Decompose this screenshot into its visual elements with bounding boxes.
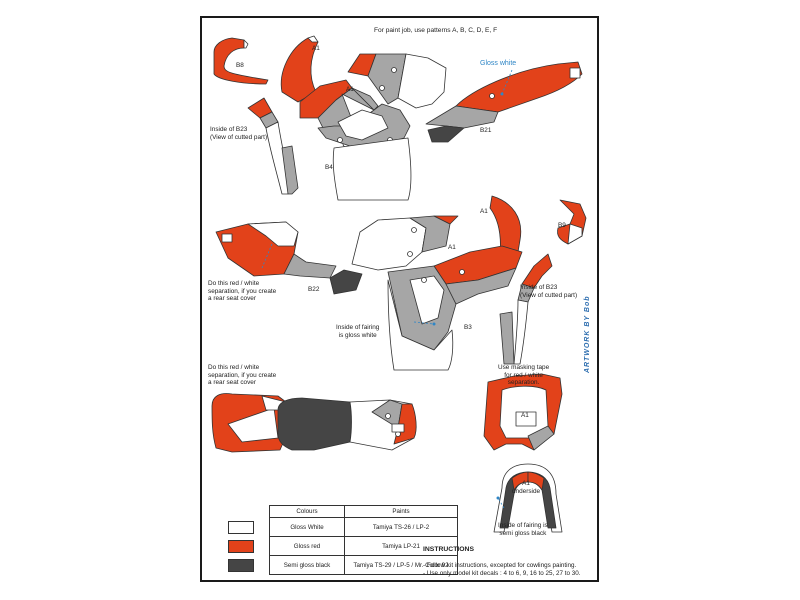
legend-paint: Tamiya TS-26 / LP-2: [344, 517, 458, 537]
legend-colour-name: Semi gloss black: [269, 555, 345, 575]
swatch-gloss-red: [228, 539, 254, 553]
label-inside-b23-top: Inside of B23 (View of cutted part): [210, 126, 268, 141]
instructions-block: INSTRUCTIONS - Follow kit instructions, …: [423, 546, 581, 578]
label-a1-top-inner: A1: [346, 86, 354, 93]
legend-header-paints: Paints: [344, 505, 458, 518]
part-tank-mid: [351, 215, 459, 271]
label-a1-underside: A1 underside: [512, 480, 541, 495]
legend-paint: Tamiya TS-29 / LP-5 / Mr. Color 92: [344, 555, 458, 575]
legend-colour-name: Gloss red: [269, 536, 345, 556]
legend-header-colours: Colours: [269, 505, 345, 518]
label-b4: B4: [325, 164, 333, 171]
label-b22: B22: [308, 286, 320, 293]
header-note: For paint job, use patterns A, B, C, D, …: [374, 27, 498, 34]
label-b3: B3: [464, 324, 472, 331]
label-inside-b23-mid: Inside of B23 (View of cutted part): [520, 284, 578, 299]
instruction-item: - Use only model kit decals : 4 to 6, 9,…: [423, 570, 581, 577]
part-b21: [425, 61, 583, 143]
label-separation-note-1: Do this red / white separation, if you c…: [208, 280, 277, 303]
label-separation-note-2: Do this red / white separation, if you c…: [208, 364, 277, 387]
part-b8: [213, 37, 269, 85]
part-b23-inside-top: [247, 97, 299, 195]
part-a1-fairing-mid: [387, 195, 523, 371]
label-gloss-white: Gloss white: [480, 60, 517, 67]
part-tank-upper: [347, 53, 447, 109]
label-b9: B9: [558, 222, 566, 229]
part-b23-inside-mid: [499, 253, 553, 365]
part-a1-fairing-top: [280, 35, 412, 201]
instructions-title: INSTRUCTIONS: [423, 546, 474, 553]
label-masking-note: Use masking tape for red / white separat…: [498, 364, 550, 387]
legend-colour-name: Gloss White: [269, 517, 345, 537]
label-b21: B21: [480, 127, 492, 134]
label-inside-fairing: Inside of fairing is gloss white: [336, 324, 380, 339]
label-inside-fairing-black: Inside of fairing is semi gloss black: [498, 522, 548, 537]
colour-legend-table: Colours Paints Gloss White Tamiya TS-26 …: [213, 505, 458, 575]
painting-diagram: [211, 35, 587, 533]
label-b8: B8: [236, 62, 244, 69]
legend-row: Semi gloss black Tamiya TS-29 / LP-5 / M…: [213, 555, 458, 575]
instruction-item: - Follow kit instructions, excepted for …: [423, 562, 577, 569]
label-a1-mid-inner: A1: [448, 244, 456, 251]
instruction-sheet: For paint job, use patterns A, B, C, D, …: [200, 16, 599, 582]
artwork-credit: ARTWORK BY Bob: [584, 295, 591, 373]
label-a1-mid: A1: [480, 208, 488, 215]
leader-lines: [261, 69, 513, 509]
swatch-gloss-white: [228, 520, 254, 534]
label-a1-top: A1: [312, 45, 320, 52]
part-b9: [557, 199, 587, 245]
part-a1-front-cowl: [483, 373, 563, 451]
part-rear-seat-cover: [211, 393, 417, 453]
swatch-semi-gloss-black: [228, 558, 254, 572]
legend-row: Gloss red Tamiya LP-21: [213, 536, 458, 556]
label-a1-front: A1: [521, 412, 529, 419]
part-a1-underside: [493, 463, 563, 533]
part-b22: [215, 221, 363, 295]
legend-row: Gloss White Tamiya TS-26 / LP-2: [213, 517, 458, 537]
